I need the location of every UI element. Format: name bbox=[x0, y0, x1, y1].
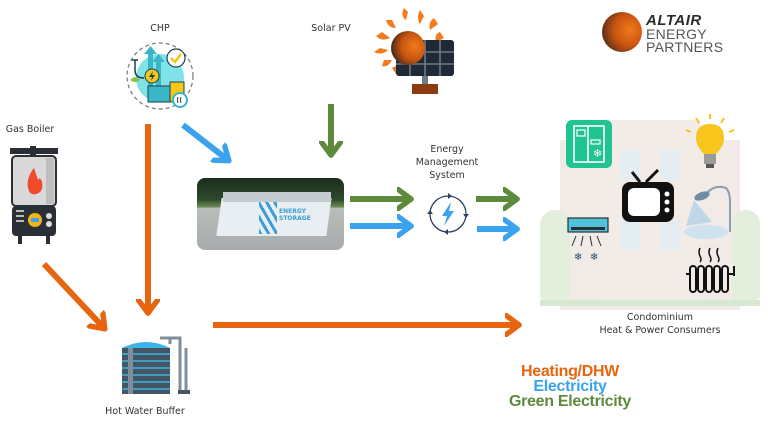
shower-icon bbox=[684, 185, 731, 239]
legend-green-electricity: Green Electricity bbox=[508, 393, 632, 410]
water-tank-icon bbox=[122, 336, 190, 394]
ems-label-line1: Energy bbox=[430, 144, 464, 155]
storage-stripes bbox=[259, 202, 277, 234]
light-bulb-icon bbox=[685, 114, 735, 168]
energy-storage-image: ENERGY STORAGE bbox=[197, 178, 344, 250]
ems-label-line2: Management bbox=[415, 157, 479, 168]
storage-logo: ENERGY STORAGE bbox=[279, 208, 311, 222]
svg-text:❄: ❄ bbox=[590, 252, 598, 263]
condo-label-line1: Condominium bbox=[626, 312, 694, 323]
radiator-icon bbox=[686, 247, 735, 293]
solar-pv-label: Solar PV bbox=[311, 23, 351, 34]
ems-label-line3: System bbox=[429, 170, 465, 181]
svg-text:❄: ❄ bbox=[593, 147, 602, 160]
condo-label: Condominium Heat & Power Consumers bbox=[580, 311, 740, 337]
chp-label: CHP bbox=[150, 23, 170, 34]
chp-icon bbox=[126, 42, 194, 110]
logo-line-3: PARTNERS bbox=[646, 39, 724, 55]
gas-boiler-label: Gas Boiler bbox=[5, 124, 55, 135]
svg-text:❄: ❄ bbox=[574, 252, 582, 263]
logo-sphere-icon bbox=[602, 12, 642, 52]
condo-label-line2: Heat & Power Consumers bbox=[599, 325, 721, 336]
cycle-bolt-icon bbox=[427, 193, 469, 235]
gas-boiler-icon bbox=[10, 146, 58, 244]
legend-electricity: Electricity bbox=[533, 378, 607, 395]
logo-line-1: ALTAIR bbox=[646, 12, 702, 29]
storage-container-roof bbox=[223, 192, 331, 202]
logo-line-2: ENERGY bbox=[646, 26, 707, 42]
air-conditioner-icon: ❄ ❄ bbox=[567, 217, 609, 263]
hot-water-buffer-label: Hot Water Buffer bbox=[105, 406, 185, 417]
legend-heating: Heating/DHW bbox=[520, 363, 620, 380]
television-icon bbox=[622, 168, 674, 222]
arrow-boiler-to-buffer bbox=[41, 261, 104, 328]
refrigerator-icon: ❄ bbox=[566, 120, 612, 168]
arrow-chp-to-storage bbox=[181, 122, 228, 160]
legend: Heating/DHW Electricity Green Electricit… bbox=[500, 363, 640, 410]
solar-panel-icon bbox=[374, 8, 454, 94]
company-logo: ALTAIR ENERGY PARTNERS bbox=[600, 10, 760, 58]
ems-label: Energy Management System bbox=[412, 143, 482, 182]
